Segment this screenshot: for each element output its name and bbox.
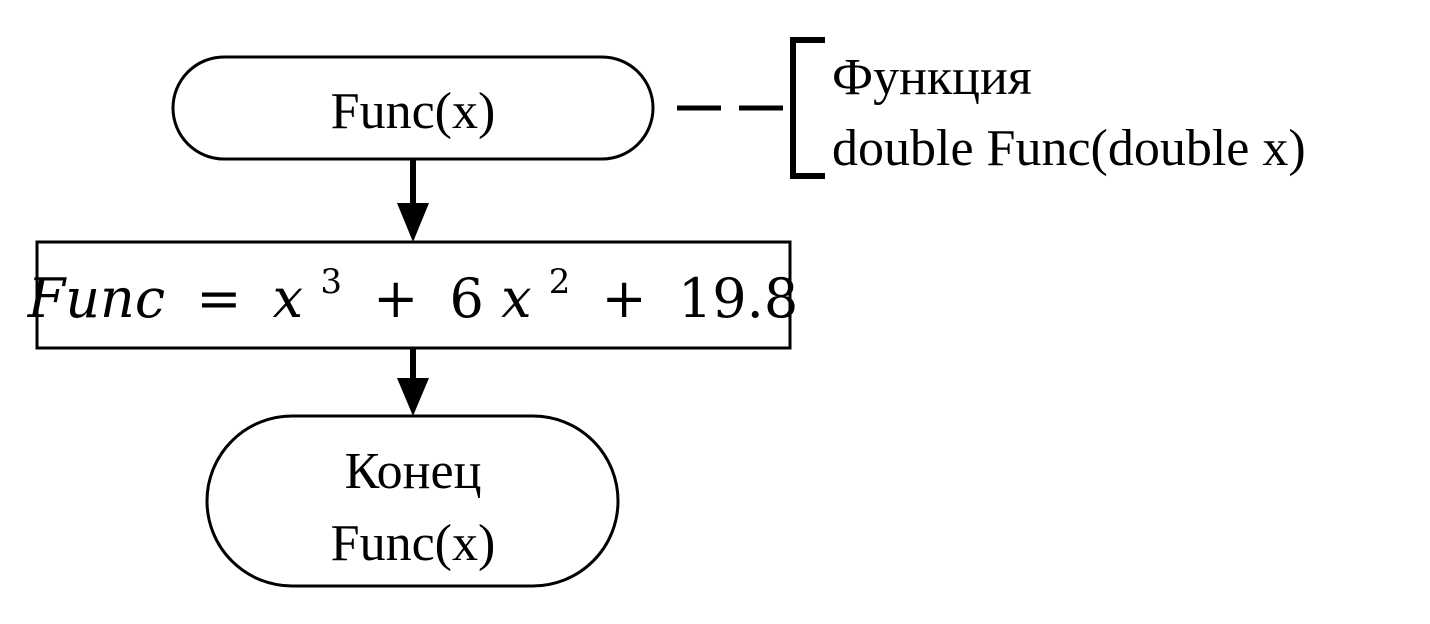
formula-constant: 19.8: [678, 267, 798, 330]
comment-annotation[interactable]: Функция double Func(double x): [655, 37, 1306, 179]
start-terminator[interactable]: Func(x): [171, 55, 655, 161]
formula-plus2: +: [602, 267, 647, 330]
start-terminator-label: Func(x): [331, 83, 496, 140]
arrow-process-to-end: [397, 348, 429, 416]
process-formula: Func = x 3 + 6 x 2 + 19.8: [27, 243, 798, 330]
formula-eq: =: [196, 267, 241, 330]
end-terminator-line1: Конец: [345, 443, 482, 500]
comment-line1: Функция: [832, 49, 1032, 106]
comment-line2: double Func(double x): [832, 120, 1306, 177]
process-block-shape: [35, 240, 792, 350]
arrow-start-to-process-head: [397, 203, 429, 242]
arrow-start-to-process: [397, 159, 429, 242]
formula-coef: 6: [450, 267, 484, 330]
end-terminator[interactable]: Конец Func(x): [205, 414, 620, 588]
formula-exp1: 3: [320, 262, 342, 302]
formula-exp2: 2: [549, 262, 571, 302]
formula-lhs: Func: [27, 267, 165, 330]
process-block[interactable]: Func = x 3 + 6 x 2 + 19.8: [27, 240, 798, 350]
formula-x2: x: [501, 267, 531, 330]
end-terminator-line2: Func(x): [331, 515, 496, 572]
formula-x1: x: [273, 267, 303, 330]
comment-bracket: [790, 37, 825, 179]
formula-plus1: +: [373, 267, 418, 330]
arrow-process-to-end-head: [397, 378, 429, 416]
end-terminator-shape: [205, 414, 620, 588]
